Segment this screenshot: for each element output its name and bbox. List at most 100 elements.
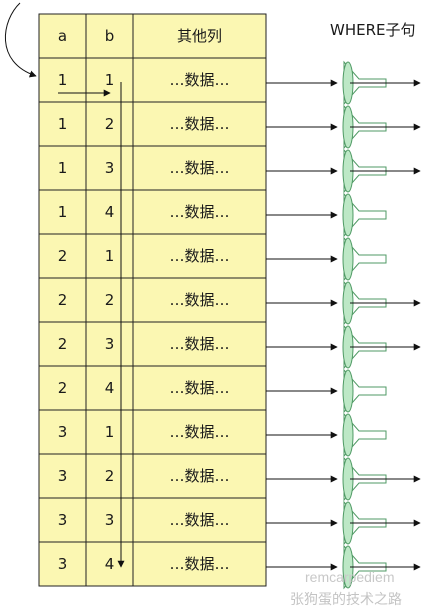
cell-value: 2 (58, 379, 68, 397)
cell-value: 1 (58, 71, 68, 89)
table-cell (38, 321, 87, 367)
table-cell (132, 497, 267, 543)
cell-value: 2 (58, 291, 68, 309)
table-cell (85, 101, 134, 147)
cell-value: 3 (58, 423, 68, 441)
cell-value: …数据… (169, 71, 229, 89)
funnel-pass (266, 456, 421, 502)
table-cell (132, 365, 267, 411)
cell-value: 1 (58, 203, 68, 221)
cell-value: …数据… (169, 159, 229, 177)
table-cell (132, 189, 267, 235)
funnel-pass (266, 280, 421, 326)
funnel-icon (343, 192, 387, 238)
cell-value: …数据… (169, 379, 229, 397)
funnel-pass (266, 324, 421, 370)
table-cell (132, 13, 267, 59)
funnel-mouth (342, 369, 354, 413)
table-cell (38, 453, 87, 499)
cell-value: 3 (58, 511, 68, 529)
table-cell (85, 541, 134, 587)
funnel-icon (343, 280, 387, 326)
cell-value: 4 (105, 203, 115, 221)
table-row: 3 3 …数据… (38, 497, 267, 543)
funnel-reject (266, 192, 387, 238)
watermark-handle: remcarpediem (305, 569, 394, 585)
funnel-reject (266, 236, 387, 282)
table-cell (132, 409, 267, 455)
cell-value: 2 (58, 247, 68, 265)
table-row: 1 3 …数据… (38, 145, 267, 191)
scan-order-arrows (4, 2, 125, 568)
funnel-icon (343, 148, 387, 194)
funnel-pass (266, 544, 421, 590)
cell-value: 1 (105, 423, 115, 441)
funnel-icon (343, 60, 387, 106)
funnel-pass (266, 148, 421, 194)
table-row: 1 1 …数据… (38, 57, 267, 103)
table-cell (38, 233, 87, 279)
funnel-pass (266, 104, 421, 150)
cell-value: …数据… (169, 511, 229, 529)
table-cell (132, 277, 267, 323)
cell-value: 1 (58, 159, 68, 177)
funnel-mouth (342, 237, 354, 281)
funnel-mouth (342, 193, 354, 237)
cell-value: 2 (105, 115, 115, 133)
cell-value: …数据… (169, 115, 229, 133)
table-cell (132, 57, 267, 103)
table-cell (38, 277, 87, 323)
table-cell (132, 541, 267, 587)
column-header: 其他列 (177, 27, 222, 45)
table-cell (38, 145, 87, 191)
table-row: 2 2 …数据… (38, 277, 267, 323)
cell-value: 2 (105, 291, 115, 309)
cell-value: 4 (105, 555, 115, 573)
table-cell (132, 321, 267, 367)
cell-value: …数据… (169, 335, 229, 353)
funnel-pass (266, 500, 421, 546)
entry-arrow (4, 2, 37, 78)
funnel-icon (343, 456, 387, 502)
cell-value: 1 (105, 71, 115, 89)
funnel-icon (343, 412, 387, 458)
where-clause-label: WHERE子句 (330, 21, 416, 39)
funnel-pass (266, 60, 421, 106)
table-cell (38, 13, 87, 59)
watermark-blog-name: 张狗蛋的技术之路 (290, 592, 402, 608)
column-header: a (58, 27, 67, 45)
funnel-icon (343, 236, 387, 282)
funnel-icon (343, 500, 387, 546)
table-cell (132, 145, 267, 191)
table-cell (85, 409, 134, 455)
where-filters (266, 60, 421, 590)
funnel-icon (343, 544, 387, 590)
cell-value: 3 (58, 555, 68, 573)
table-cell (85, 13, 134, 59)
cell-value: …数据… (169, 203, 229, 221)
table-cell (38, 541, 87, 587)
table-cell (132, 453, 267, 499)
cell-value: 3 (58, 467, 68, 485)
cell-value: …数据… (169, 291, 229, 309)
table-cell (85, 233, 134, 279)
funnel-icon (343, 368, 387, 414)
cell-value: 3 (105, 159, 115, 177)
cell-value: 3 (105, 511, 115, 529)
funnel-reject (266, 412, 387, 458)
table-row: 1 4 …数据… (38, 189, 267, 235)
cell-value: 4 (105, 379, 115, 397)
funnel-icon (343, 324, 387, 370)
table-cell (38, 409, 87, 455)
cell-value: …数据… (169, 555, 229, 573)
cell-value: …数据… (169, 467, 229, 485)
funnel-reject (266, 368, 387, 414)
funnel-mouth (342, 413, 354, 457)
funnel-icon (343, 104, 387, 150)
